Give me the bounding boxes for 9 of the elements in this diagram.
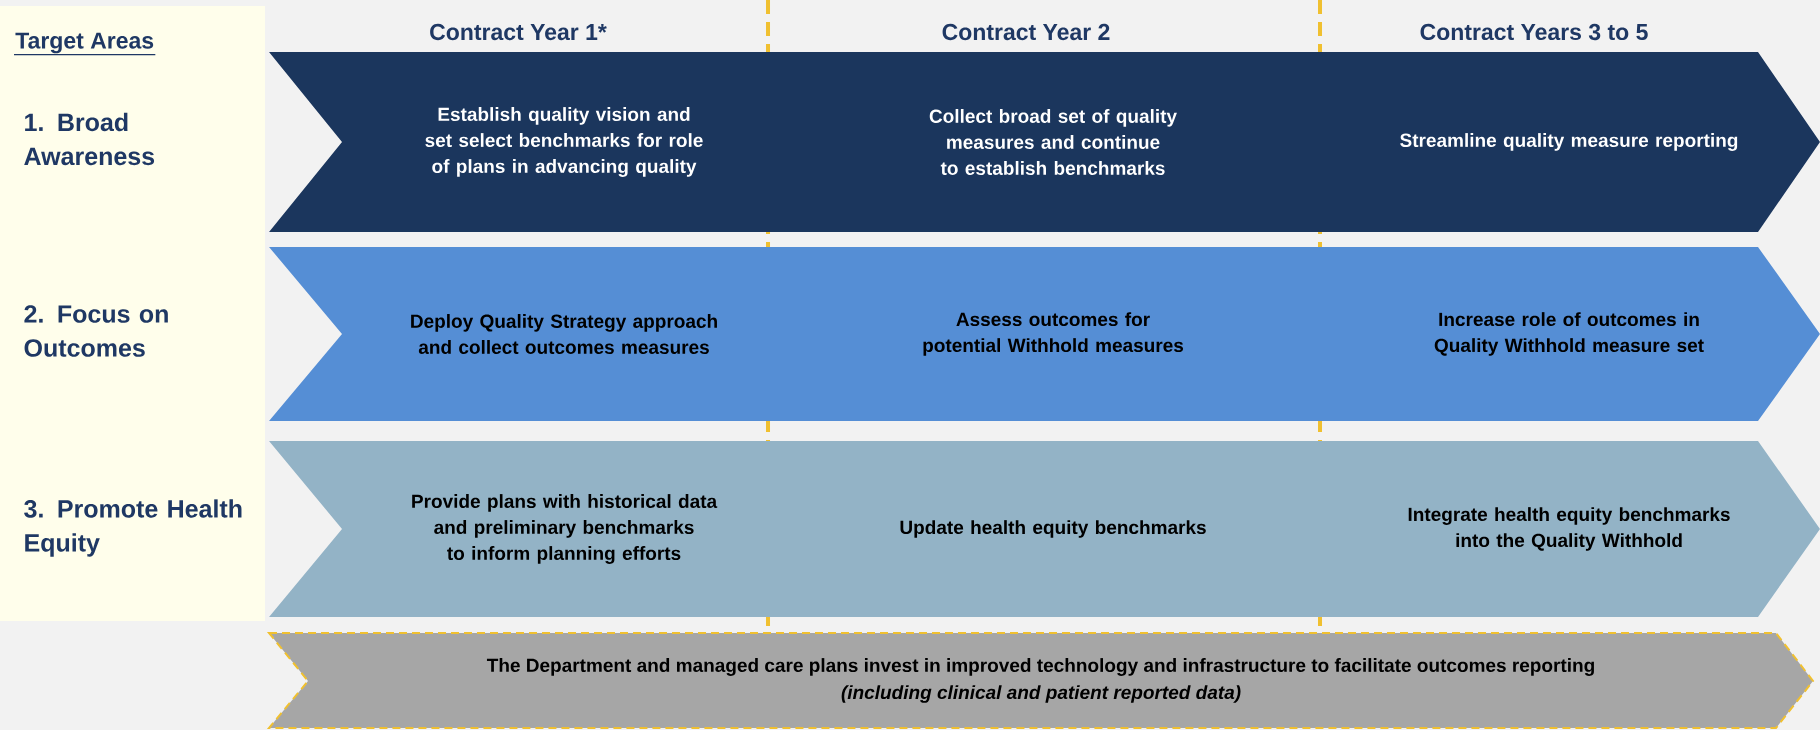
row-label: 2. Focus on Outcomes [24, 305, 168, 357]
chevron-band: The Department and managed care plans invest in improved technology and infrastructure to facilitate outcomes reporting (including clinical and patient reported data) [266, 632, 1815, 729]
column-heading: Target Areas [15, 32, 154, 54]
chevron-band: Deploy Quality Strategy approach and collect outcomes measures Assess outcomes for potential Withhold measures Increase role of outcomes in Quality Withhold measure set [269, 247, 1820, 421]
chevron-band: Establish quality vision and set select benchmarks for role of plans in advancing quality Collect broad set of quality measures and continue to establish benchmarks Streamline quality measure reporting [269, 52, 1820, 232]
target-areas-panel [0, 6, 265, 621]
row-label: 1. Broad Awareness [24, 112, 155, 166]
row-label: 3. Promote Health Equity [24, 499, 242, 557]
chevron-band: Provide plans with historical data and preliminary benchmarks to inform planning efforts Update health equity benchmarks Integrate health equity benchmarks into the Quality Withhold [269, 441, 1820, 617]
